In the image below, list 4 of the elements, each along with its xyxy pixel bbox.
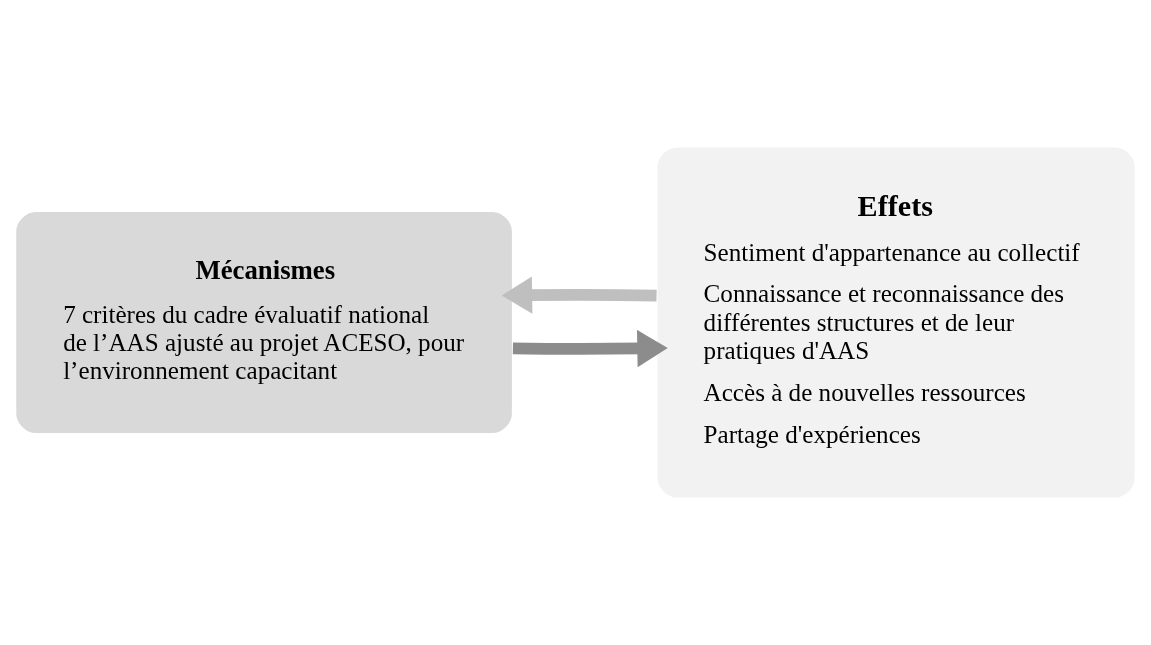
- arrow: [501, 276, 657, 314]
- node-box: Mécanismes 7 critères du cadre évaluatif national de l’AAS ajusté au projet ACESO, pour l’environnement capacitant: [14, 210, 514, 435]
- arrow: [512, 329, 668, 368]
- node-box: Effets Sentiment d'appartenance au collectif Connaissance et reconnaissance des différentes structures et de leur pratiques d'AAS Accès à de nouvelles ressources Partage d'expériences: [655, 145, 1137, 500]
